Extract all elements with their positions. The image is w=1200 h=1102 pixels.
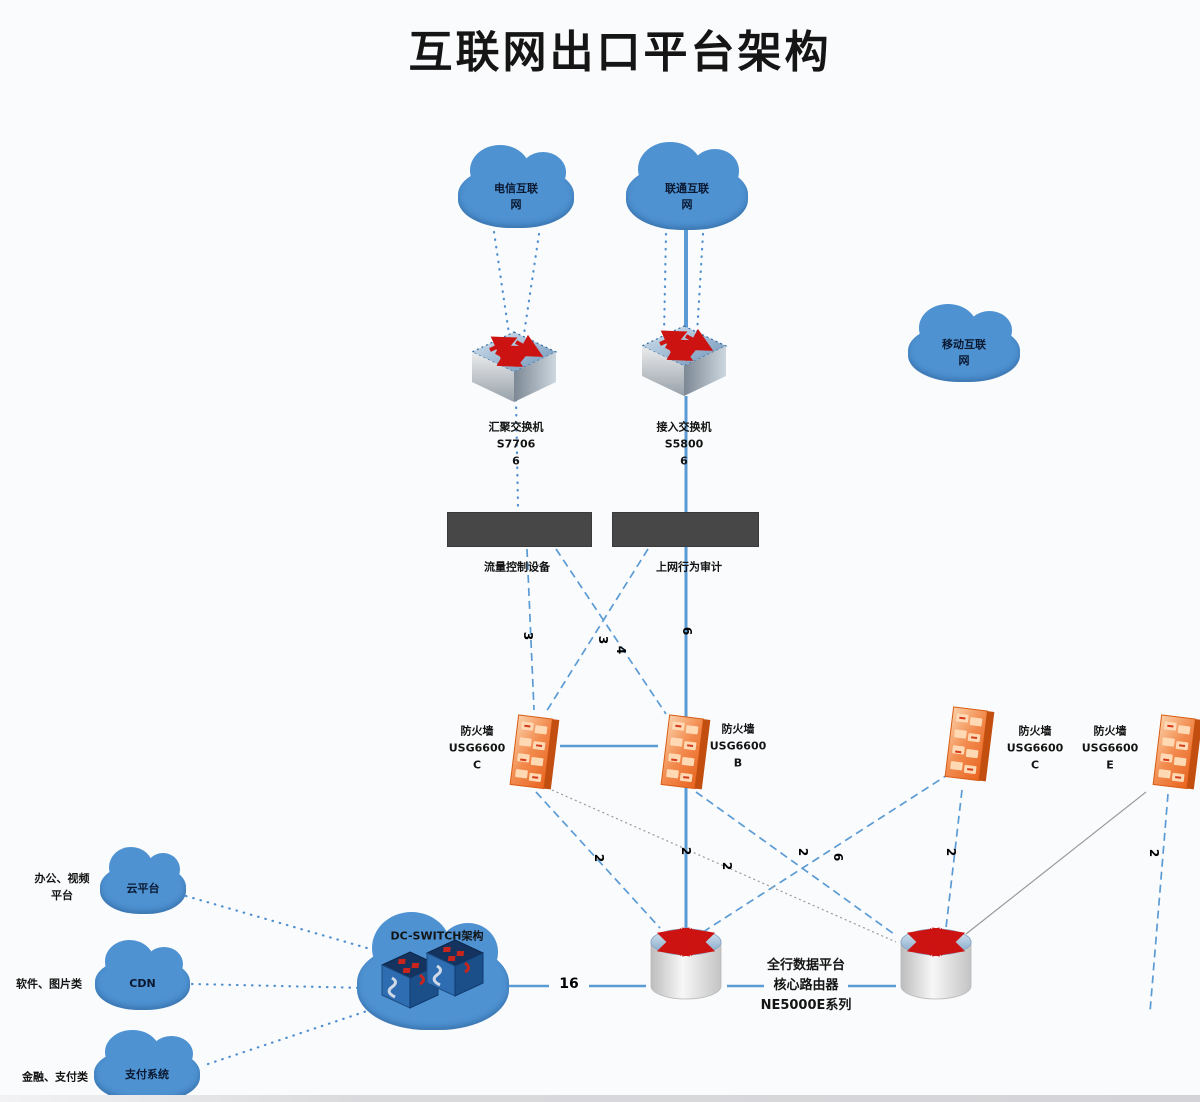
link-count-label-a: 3: [521, 631, 535, 641]
firewall-d-label: 防火墙 USG6600 E: [1081, 724, 1139, 772]
link-count-label-j: 2: [944, 847, 958, 857]
link-count-label-g: 2: [720, 861, 734, 871]
firewall-b-icon: [656, 712, 712, 800]
bar-behavior-audit: [612, 512, 759, 547]
cloud-isp-right: 移动互联 网: [908, 304, 1020, 382]
bar-traffic-control: [447, 512, 592, 547]
cloud-pay: 支付系统: [94, 1029, 200, 1102]
link-count-label-h: 2: [796, 847, 810, 857]
firewall-b-label: 防火墙 USG6600 B: [709, 722, 767, 770]
link-count-label-m: 16: [559, 976, 579, 992]
dc-switch-cube-2-icon: [425, 938, 485, 1004]
switch-left-icon: [470, 330, 558, 408]
cloud-platform: 云平台: [100, 847, 186, 914]
link-count-label-b: 3: [596, 635, 610, 645]
cloud-isp-left-label: 电信互联 网: [494, 182, 538, 211]
link-count-label-k: 2: [1147, 848, 1161, 858]
cloud-isp-mid-label: 联通互联 网: [665, 182, 709, 211]
pay-source-label: 金融、支付类: [22, 1070, 88, 1084]
firewall-c-icon: [940, 704, 996, 792]
cloud-cdn: CDN: [95, 940, 190, 1010]
core-router-label: 全行数据平台 核心路由器 NE5000E系列: [760, 957, 852, 1014]
link-count-label-i: 6: [831, 852, 845, 862]
firewall-d-icon: [1148, 712, 1200, 800]
bar-traffic-control-label: 流量控制设备: [484, 560, 550, 574]
cloud-isp-left: 电信互联 网: [458, 144, 574, 228]
bar-behavior-audit-label: 上网行为审计: [656, 560, 722, 574]
switch-mid-icon: [640, 324, 728, 402]
cloud-isp-mid: 联通互联 网: [626, 141, 748, 230]
link-count-label-c: 4: [614, 645, 628, 655]
link-count-label-d: 6: [680, 626, 694, 636]
cloud-cdn-label: CDN: [129, 977, 156, 991]
cloud-platform-label: 云平台: [126, 882, 160, 896]
router-right-icon: [898, 926, 974, 1014]
router-left-icon: [648, 926, 724, 1014]
firewall-a-icon: [505, 712, 561, 800]
firewall-a-label: 防火墙 USG6600 C: [448, 724, 506, 772]
window-bottom-edge: [0, 1095, 1200, 1102]
cloud-pay-label: 支付系统: [125, 1068, 169, 1082]
dc-cluster-label: DC-SWITCH架构: [390, 929, 484, 943]
link-count-label-e: 2: [592, 853, 606, 863]
platform-source-label: 办公、视频 平台: [34, 871, 90, 902]
cdn-source-label: 软件、图片类: [16, 977, 82, 991]
cloud-isp-right-label: 移动互联 网: [942, 338, 986, 367]
page-title: 互联网出口平台架构: [408, 28, 832, 77]
switch-mid-label: 接入交换机 S5800 6: [656, 420, 712, 468]
switch-left-label: 汇聚交换机 S7706 6: [488, 420, 544, 468]
link-count-label-f: 2: [679, 846, 693, 856]
firewall-c-label: 防火墙 USG6600 C: [1006, 724, 1064, 772]
